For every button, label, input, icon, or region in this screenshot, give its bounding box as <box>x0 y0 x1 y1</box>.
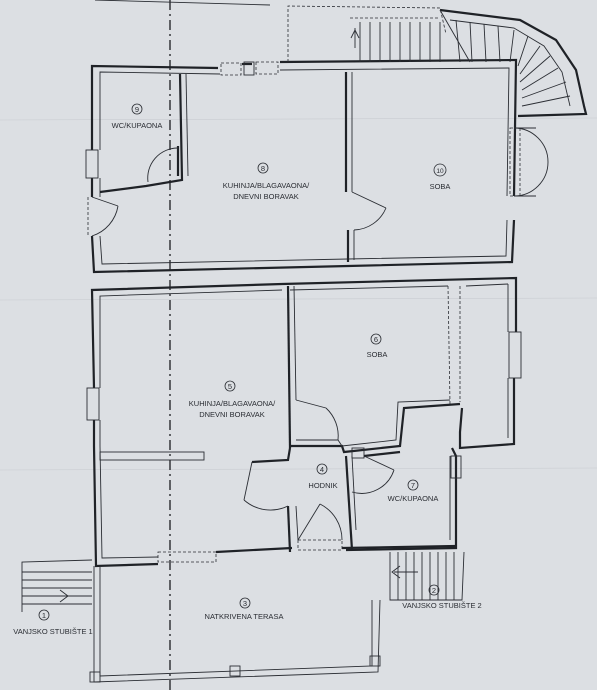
room-4-number: 4 <box>320 465 324 474</box>
room-8-label: 8 KUHINJA/BLAGAVAONA/ DNEVNI BORAVAK <box>223 162 310 201</box>
window-bottom-left <box>157 551 217 563</box>
window-top-left <box>220 62 242 76</box>
window-left-upper <box>85 149 99 179</box>
kitchen-counter <box>99 451 205 461</box>
room-6-name: SOBA <box>367 350 388 359</box>
room-8-name-line1: KUHINJA/BLAGAVAONA/ <box>223 181 310 190</box>
room-6-label: 6 SOBA <box>367 333 388 359</box>
room-9-number: 9 <box>135 105 139 114</box>
upper-doors <box>87 127 549 237</box>
window-right-lower <box>508 331 522 379</box>
room-10-label: 10 SOBA <box>430 163 451 191</box>
background-texture <box>0 117 597 471</box>
room-10-name: SOBA <box>430 182 451 191</box>
room-5-name-line2: DNEVNI BORAVAK <box>199 410 265 419</box>
room-7-number: 7 <box>411 481 415 490</box>
stair-1 <box>21 559 93 612</box>
room-10-number: 10 <box>436 168 444 175</box>
room-5-name-line1: KUHINJA/BLAGAVAONA/ <box>189 399 276 408</box>
upper-stair <box>287 5 588 118</box>
window-left-lower <box>86 387 100 421</box>
room-5-label: 5 KUHINJA/BLAGAVAONA/ DNEVNI BORAVAK <box>189 380 276 419</box>
room-7-name: WC/KUPAONA <box>388 494 439 503</box>
room-4-name: HODNIK <box>308 481 337 490</box>
room-8-name-line2: DNEVNI BORAVAK <box>233 192 299 201</box>
stair-1-number: 1 <box>42 611 46 620</box>
room-5-number: 5 <box>228 382 232 391</box>
room-3-label: 3 NATKRIVENA TERASA <box>205 597 284 621</box>
upper-unit-walls <box>90 58 518 274</box>
stair-2-label: 2 VANJSKO STUBIŠTE 2 <box>402 584 482 610</box>
stair-1-label: 1 VANJSKO STUBIŠTE 1 <box>13 609 93 636</box>
room-6-number: 6 <box>374 335 378 344</box>
lower-doors <box>243 399 395 541</box>
door-bottom-hodnik <box>297 539 343 551</box>
room-7-label: 7 WC/KUPAONA <box>388 479 439 503</box>
room-9-label: 9 WC/KUPAONA <box>112 103 163 130</box>
stair-2-number: 2 <box>432 586 436 595</box>
terrace-outline <box>89 566 381 683</box>
stair-1-name: VANJSKO STUBIŠTE 1 <box>13 627 92 636</box>
room-4-label: 4 HODNIK <box>308 463 338 490</box>
faint-guide-line <box>94 0 271 6</box>
room-8-number: 8 <box>261 164 265 173</box>
room-3-number: 3 <box>243 599 247 608</box>
window-top-right <box>255 61 279 75</box>
stair-2 <box>389 551 465 601</box>
room-3-name: NATKRIVENA TERASA <box>205 612 284 621</box>
room-9-name: WC/KUPAONA <box>112 121 163 130</box>
stair-2-name: VANJSKO STUBIŠTE 2 <box>402 601 481 610</box>
lower-unit-walls <box>86 276 522 568</box>
